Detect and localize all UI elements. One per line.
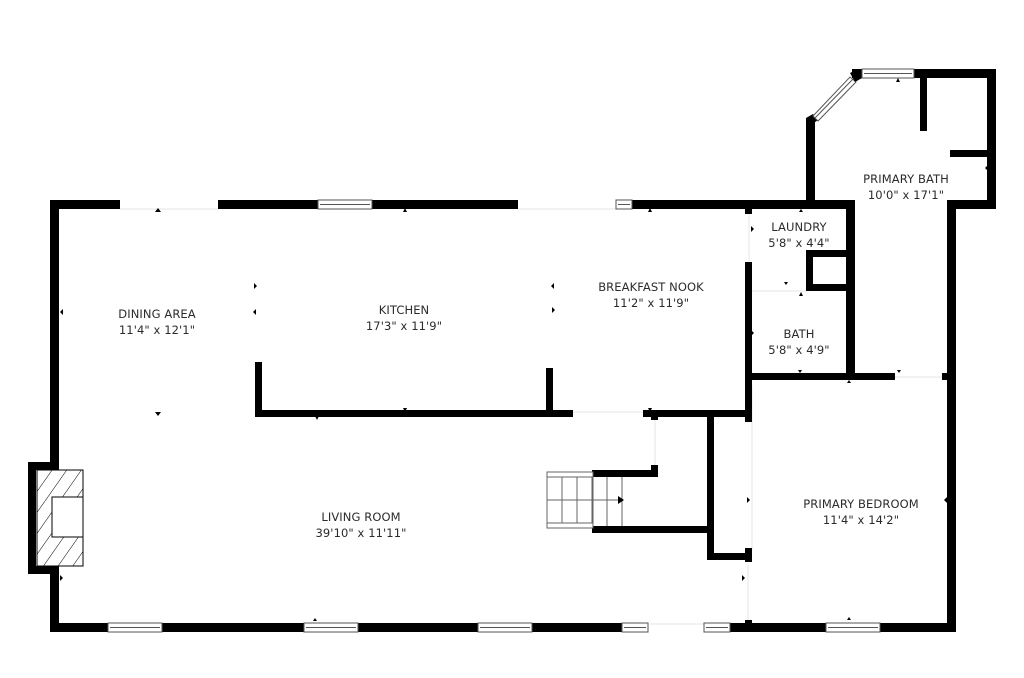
windows bbox=[107, 68, 915, 633]
openings bbox=[120, 208, 942, 625]
fireplace-icon bbox=[36, 469, 84, 567]
room-dimensions: 5'8" x 4'9" bbox=[768, 343, 830, 357]
room-dimensions: 39'10" x 11'11" bbox=[315, 526, 407, 540]
room-label-primary-bath: PRIMARY BATH 10'0" x 17'1" bbox=[863, 171, 949, 203]
room-dimensions: 17'3" x 11'9" bbox=[365, 319, 443, 333]
room-name: KITCHEN bbox=[378, 303, 430, 317]
room-label-bath: BATH 5'8" x 4'9" bbox=[768, 326, 829, 358]
room-dimensions: 11'2" x 11'9" bbox=[612, 296, 690, 310]
staircase-icon bbox=[546, 471, 624, 529]
walls bbox=[28, 69, 996, 632]
room-dimensions: 11'4" x 14'2" bbox=[822, 513, 900, 527]
room-name: LAUNDRY bbox=[771, 220, 827, 234]
room-name: LIVING ROOM bbox=[321, 510, 401, 524]
room-label-primary-bedroom: PRIMARY BEDROOM 11'4" x 14'2" bbox=[803, 496, 919, 528]
room-label-kitchen: KITCHEN 17'3" x 11'9" bbox=[366, 302, 442, 334]
room-name: PRIMARY BEDROOM bbox=[803, 497, 919, 511]
room-label-laundry: LAUNDRY 5'8" x 4'4" bbox=[768, 219, 829, 251]
room-label-breakfast-nook: BREAKFAST NOOK 11'2" x 11'9" bbox=[598, 279, 704, 311]
room-label-dining-area: DINING AREA 11'4" x 12'1" bbox=[118, 306, 196, 338]
room-label-living-room: LIVING ROOM 39'10" x 11'11" bbox=[315, 509, 406, 541]
room-name: PRIMARY BATH bbox=[863, 172, 949, 186]
room-name: DINING AREA bbox=[118, 307, 196, 321]
angled-window bbox=[806, 69, 862, 125]
dimension-markers bbox=[60, 78, 988, 621]
room-name: BATH bbox=[783, 327, 815, 341]
room-name: BREAKFAST NOOK bbox=[598, 280, 704, 294]
room-dimensions: 5'8" x 4'4" bbox=[768, 236, 830, 250]
room-dimensions: 11'4" x 12'1" bbox=[118, 323, 196, 337]
room-dimensions: 10'0" x 17'1" bbox=[867, 188, 945, 202]
